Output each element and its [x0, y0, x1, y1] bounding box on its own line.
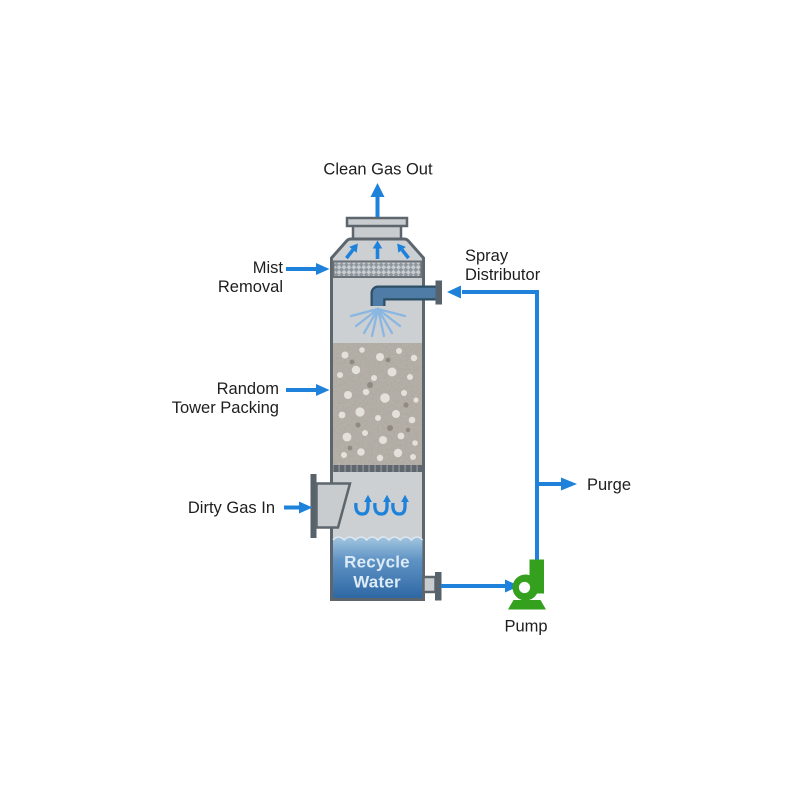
purge-label: Purge	[587, 476, 632, 494]
gas-outlet-nozzle	[345, 216, 409, 243]
water-outlet-nozzle	[422, 572, 442, 601]
spray-fan	[349, 307, 407, 338]
clean-gas-out-arrow	[370, 183, 385, 217]
pump-inlet-arrow	[505, 579, 520, 593]
centrifugal-pump-icon	[508, 559, 546, 610]
mist-removal-label: Mist Removal	[217, 259, 283, 296]
clean-gas-out-label: Clean Gas Out	[323, 160, 433, 179]
pump-eye	[518, 581, 531, 594]
gas-inlet-duct-icon	[310, 474, 352, 538]
pump-label: Pump	[504, 617, 548, 636]
dirty-gas-in-label: Dirty Gas In	[187, 499, 275, 517]
recycle-water-pool	[332, 536, 424, 598]
recycle-water-label: Recycle Water	[344, 552, 410, 592]
mist-removal-pointer	[286, 263, 330, 275]
spray-distributor-label: Spray Distributor	[465, 247, 541, 284]
packing-pointer	[286, 384, 330, 396]
purge-arrow	[561, 477, 577, 491]
random-tower-packing-label: Random Tower Packing	[171, 380, 279, 417]
packing-support-plate	[333, 465, 422, 472]
recycle-pipe	[441, 285, 577, 593]
spray-feed-arrow	[447, 285, 461, 299]
dirty-gas-pointer	[284, 501, 313, 514]
spray-nozzle-icon	[349, 280, 442, 338]
mist-eliminator-pad-icon	[332, 260, 423, 278]
random-packing-bed-icon	[333, 343, 422, 472]
